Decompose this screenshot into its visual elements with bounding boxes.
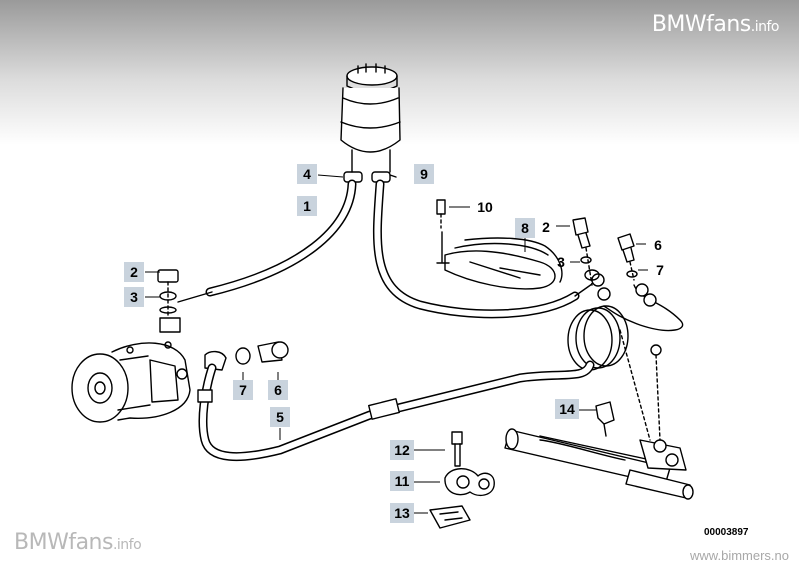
watermark-bottom-suffix: .info — [112, 537, 142, 553]
callout-11[interactable]: 11 — [390, 471, 414, 491]
callout-3-left[interactable]: 3 — [124, 287, 144, 307]
callout-4[interactable]: 4 — [297, 164, 317, 184]
watermark-top: BMWfans.info — [651, 12, 780, 37]
callout-5[interactable]: 5 — [270, 407, 290, 427]
callout-6-left[interactable]: 6 — [268, 380, 288, 400]
callout-14[interactable]: 14 — [555, 399, 579, 419]
callout-2-left[interactable]: 2 — [124, 262, 144, 282]
callout-2-right[interactable]: 2 — [542, 219, 550, 235]
website-url: www.bimmers.no — [690, 548, 789, 563]
watermark-bottom: BMWfans.info — [14, 530, 142, 555]
callout-7-right[interactable]: 7 — [656, 262, 664, 278]
callout-12[interactable]: 12 — [390, 440, 414, 460]
watermark-top-suffix: .info — [750, 19, 780, 35]
callout-1[interactable]: 1 — [297, 196, 317, 216]
watermark-bottom-brand: BMWfans — [14, 530, 113, 555]
callout-3-right[interactable]: 3 — [557, 254, 565, 270]
callout-13[interactable]: 13 — [390, 503, 414, 523]
diagram-code: 00003897 — [704, 527, 749, 538]
reservoir — [340, 63, 401, 173]
steering-rack — [504, 428, 694, 500]
callout-10[interactable]: 10 — [477, 199, 493, 215]
callout-9[interactable]: 9 — [414, 164, 434, 184]
pump — [71, 341, 191, 423]
callout-6-right[interactable]: 6 — [654, 237, 662, 253]
callout-7-left[interactable]: 7 — [233, 380, 253, 400]
watermark-top-brand: BMWfans — [651, 12, 751, 37]
callout-8[interactable]: 8 — [515, 218, 535, 238]
